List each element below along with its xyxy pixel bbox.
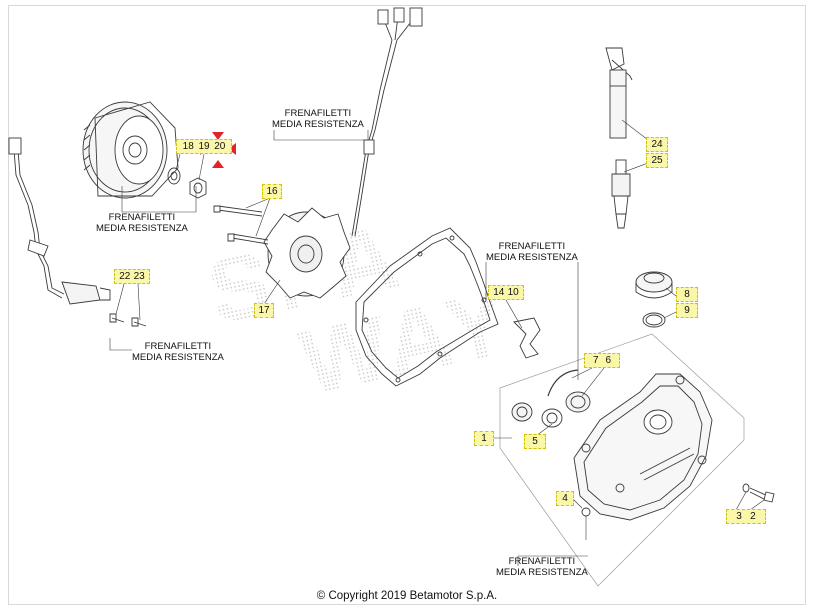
threadlocker-label-line1: FRENAFILETTI xyxy=(284,108,352,119)
part-callout-14-10[interactable]: 14 10 xyxy=(488,285,524,300)
part-number: 4 xyxy=(562,493,568,504)
copyright-notice: © Copyright 2019 Betamotor S.p.A. xyxy=(316,590,498,602)
part-number: 8 xyxy=(684,289,690,300)
oil-filler-cap xyxy=(635,271,673,299)
flywheel-rotor xyxy=(82,101,179,199)
part-callout-1[interactable]: 1 xyxy=(474,431,494,446)
part-callout-17[interactable]: 17 xyxy=(254,303,274,318)
threadlocker-label-line2: MEDIA RESISTENZA xyxy=(486,252,578,263)
spark-plug-cap xyxy=(605,47,633,139)
threadlocker-label: FRENAFILETTI MEDIA RESISTENZA xyxy=(96,212,188,234)
diagram-frame xyxy=(8,5,806,605)
stator-screws xyxy=(213,205,269,245)
part-callout-4[interactable]: 4 xyxy=(556,491,574,506)
part-number: 1 xyxy=(481,433,487,444)
nut-19 xyxy=(189,177,207,199)
cover-screw-2 xyxy=(742,483,775,503)
part-number: 22 xyxy=(119,271,131,282)
part-number: 9 xyxy=(684,305,690,316)
cover-gasket xyxy=(355,227,499,387)
threadlocker-label-line1: FRENAFILETTI xyxy=(508,556,576,567)
threadlocker-label-line1: FRENAFILETTI xyxy=(144,341,212,352)
spark-plug xyxy=(611,159,631,229)
threadlocker-label: FRENAFILETTI MEDIA RESISTENZA xyxy=(132,341,224,363)
threadlocker-label-line1: FRENAFILETTI xyxy=(108,212,176,223)
part-number: 14 xyxy=(493,287,505,298)
part-number: 25 xyxy=(651,155,663,166)
stator xyxy=(263,7,423,299)
part-number: 10 xyxy=(507,287,519,298)
seal-5 xyxy=(511,402,563,428)
washer-18 xyxy=(167,167,181,185)
retaining-clip xyxy=(513,317,541,359)
part-callout-16[interactable]: 16 xyxy=(262,184,282,199)
part-callout-8[interactable]: 8 xyxy=(676,287,698,302)
threadlocker-label-line2: MEDIA RESISTENZA xyxy=(496,567,588,578)
part-callout-5[interactable]: 5 xyxy=(524,434,546,449)
part-number: 24 xyxy=(651,139,663,150)
part-number: 23 xyxy=(133,271,145,282)
part-callout-18-19-20[interactable]: 18 19 20 xyxy=(176,139,232,154)
threadlocker-label-line2: MEDIA RESISTENZA xyxy=(96,223,188,234)
part-number: 3 xyxy=(736,511,742,522)
part-number: 6 xyxy=(605,355,612,366)
part-number: 20 xyxy=(214,141,226,152)
threadlocker-label: FRENAFILETTI MEDIA RESISTENZA xyxy=(496,556,588,578)
ignition-cover xyxy=(499,333,745,587)
part-callout-25[interactable]: 25 xyxy=(646,153,668,168)
o-ring-9 xyxy=(642,312,666,328)
part-number: 18 xyxy=(182,141,194,152)
part-callout-3-2[interactable]: 3 2 xyxy=(726,509,766,524)
threadlocker-label-line2: MEDIA RESISTENZA xyxy=(272,119,364,130)
part-callout-9[interactable]: 9 xyxy=(676,303,698,318)
plug-4 xyxy=(581,507,591,517)
threadlocker-label-line1: FRENAFILETTI xyxy=(498,241,566,252)
part-callout-24[interactable]: 24 xyxy=(646,137,668,152)
part-number: 5 xyxy=(532,436,538,447)
threadlocker-label: FRENAFILETTI MEDIA RESISTENZA xyxy=(486,241,578,263)
part-number: 2 xyxy=(750,511,756,522)
part-number: 17 xyxy=(258,305,270,316)
seal-6 xyxy=(565,391,591,413)
circlip-7 xyxy=(547,369,579,397)
part-number: 7 xyxy=(592,355,599,366)
part-callout-22-23[interactable]: 22 23 xyxy=(114,269,150,284)
pickup-sensor xyxy=(8,137,147,327)
part-number: 19 xyxy=(198,141,210,152)
part-number: 16 xyxy=(266,186,278,197)
part-callout-7-6[interactable]: 7 6 xyxy=(584,353,620,368)
threadlocker-label: FRENAFILETTI MEDIA RESISTENZA xyxy=(272,108,364,130)
threadlocker-label-line2: MEDIA RESISTENZA xyxy=(132,352,224,363)
